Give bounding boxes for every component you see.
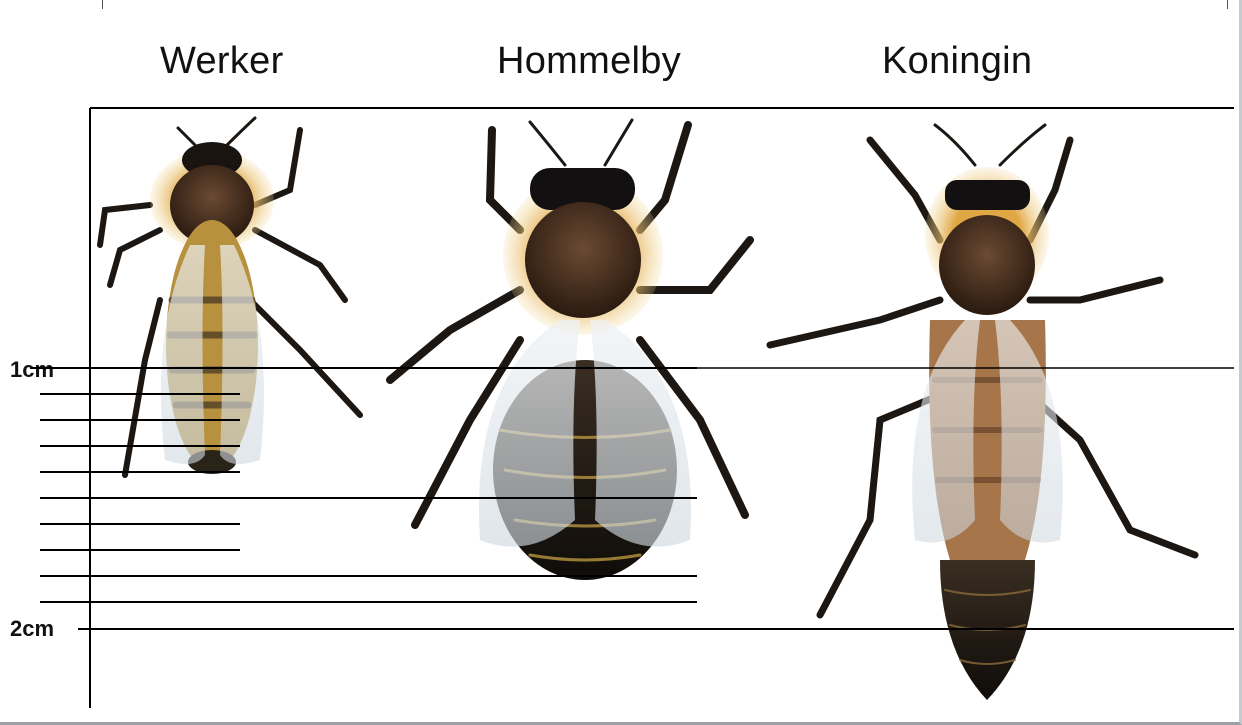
queen-bee: [770, 125, 1195, 700]
worker-bee: [100, 118, 360, 475]
drone-bee: [390, 120, 750, 580]
